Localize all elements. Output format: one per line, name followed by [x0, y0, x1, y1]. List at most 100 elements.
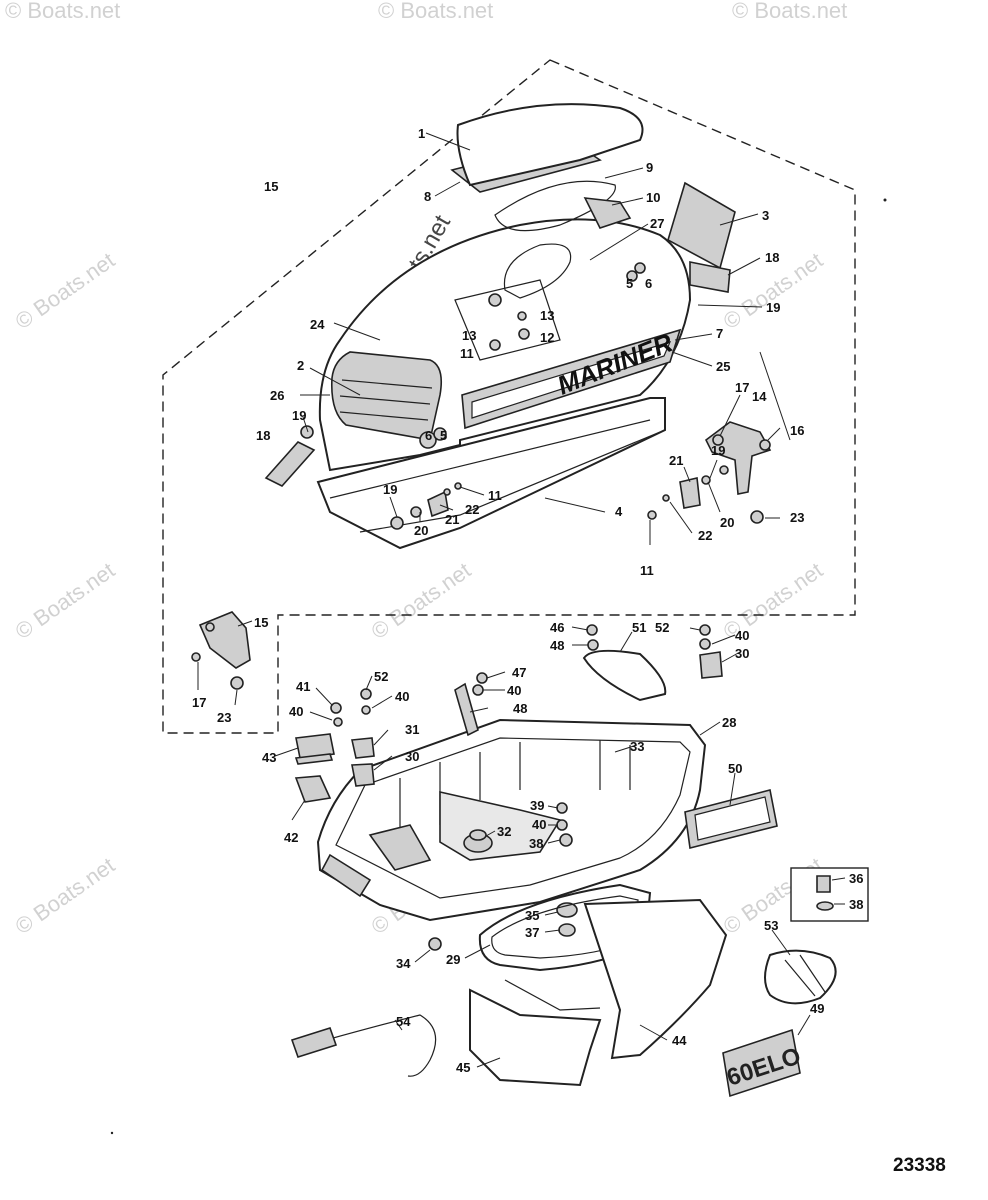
callout-11a: 11	[460, 346, 474, 361]
callout-31: 31	[405, 722, 419, 737]
callout-28: 28	[722, 715, 736, 730]
callout-40a: 40	[735, 628, 749, 643]
callout-46: 46	[550, 620, 564, 635]
callout-18a: 18	[765, 250, 779, 265]
callout-3: 3	[762, 208, 769, 223]
hinge-bracket-left	[198, 611, 251, 669]
callout-20b: 20	[720, 515, 734, 530]
callout-29: 29	[446, 952, 460, 967]
callout-38a: 38	[529, 836, 543, 851]
callout-40b: 40	[507, 683, 521, 698]
top-cowl-assembly: MARINER	[191, 103, 772, 690]
callout-13a: 13	[462, 328, 476, 343]
front-grille	[330, 351, 443, 441]
callout-13b: 13	[540, 308, 554, 323]
model-decal-49	[722, 1028, 801, 1098]
callout-32: 32	[497, 824, 511, 839]
callout-33: 33	[630, 739, 644, 754]
latch-handle-right	[689, 261, 731, 293]
watermark-text: © Boats.net	[11, 247, 120, 334]
callout-42: 42	[284, 830, 298, 845]
callout-11c: 11	[640, 563, 654, 578]
callout-21b: 21	[669, 453, 683, 468]
callout-27: 27	[650, 216, 664, 231]
callout-41: 41	[296, 679, 310, 694]
callout-6b: 6	[425, 428, 432, 443]
callout-19b: 19	[292, 408, 306, 423]
callout-7: 7	[716, 326, 723, 341]
callout-22b: 22	[698, 528, 712, 543]
watermark-text: © Boats.net	[732, 0, 847, 23]
callout-52b: 52	[374, 669, 388, 684]
callout-8: 8	[424, 189, 431, 204]
callout-47: 47	[512, 665, 526, 680]
leader-lines	[197, 132, 846, 1068]
callout-20a: 20	[414, 523, 428, 538]
cowl-base-pan	[316, 397, 666, 550]
callout-49: 49	[810, 1001, 824, 1016]
lower-cowl-left	[469, 988, 602, 1087]
callout-4: 4	[615, 504, 623, 519]
callout-14: 14	[752, 389, 767, 404]
watermark-text: © Boats.net	[11, 557, 120, 644]
callout-1: 1	[418, 126, 425, 141]
lanyard-clip	[290, 1027, 338, 1058]
callout-50: 50	[728, 761, 742, 776]
callout-48b: 48	[513, 701, 527, 716]
callout-37: 37	[525, 925, 539, 940]
latch-block	[294, 775, 332, 803]
callout-18b: 18	[256, 428, 270, 443]
callout-34: 34	[396, 956, 411, 971]
callout-45: 45	[456, 1060, 470, 1075]
lanyard-cord	[325, 1014, 437, 1077]
callout-24: 24	[310, 317, 325, 332]
callout-17a: 17	[735, 380, 749, 395]
intake-seal	[494, 180, 616, 232]
hinge-bracket-right	[704, 421, 772, 495]
callout-48a: 48	[550, 638, 564, 653]
watermark-text: © Boats.net	[378, 0, 493, 23]
callout-53: 53	[764, 918, 778, 933]
callout-38b: 38	[849, 897, 863, 912]
callout-6a: 6	[645, 276, 652, 291]
callout-10: 10	[646, 190, 660, 205]
latch-handle-left	[264, 441, 316, 487]
callout-15b: 15	[264, 179, 278, 194]
callout-5b: 5	[440, 428, 447, 443]
tiller-cover	[764, 949, 837, 1005]
watermark-text: © Boats.net	[5, 0, 120, 23]
callout-54: 54	[396, 1014, 411, 1029]
callout-40e: 40	[532, 817, 546, 832]
callout-19a: 19	[766, 300, 780, 315]
callout-labels: 1 2 3 4 5 5 6 6 7 8 9 10 11 11 11 12 13 …	[192, 126, 863, 1075]
callout-9: 9	[646, 160, 653, 175]
callout-22a: 22	[465, 502, 479, 517]
callout-25: 25	[716, 359, 730, 374]
lower-cowl-right	[583, 898, 728, 1060]
callout-43: 43	[262, 750, 276, 765]
callout-26: 26	[270, 388, 284, 403]
callout-5a: 5	[626, 276, 633, 291]
callout-23a: 23	[790, 510, 804, 525]
diagram-number: 23338	[893, 1155, 946, 1176]
assembly-boundary	[162, 59, 856, 734]
callout-30a: 30	[735, 646, 749, 661]
callout-44: 44	[672, 1033, 687, 1048]
callout-16: 16	[790, 423, 804, 438]
callout-15: 15	[254, 615, 268, 630]
watermark-text: © Boats.net	[11, 852, 120, 939]
callout-35: 35	[525, 908, 539, 923]
callout-19d: 19	[711, 443, 725, 458]
callout-40c: 40	[395, 689, 409, 704]
callout-12: 12	[540, 330, 554, 345]
callout-2: 2	[297, 358, 304, 373]
watermark-text: © Boats.net	[367, 557, 476, 644]
cover-gasket	[582, 649, 667, 702]
callout-40d: 40	[289, 704, 303, 719]
air-intake-cover	[456, 103, 644, 187]
callout-19c: 19	[383, 482, 397, 497]
callout-52a: 52	[655, 620, 669, 635]
callout-51: 51	[632, 620, 646, 635]
shift-handle	[454, 682, 479, 737]
